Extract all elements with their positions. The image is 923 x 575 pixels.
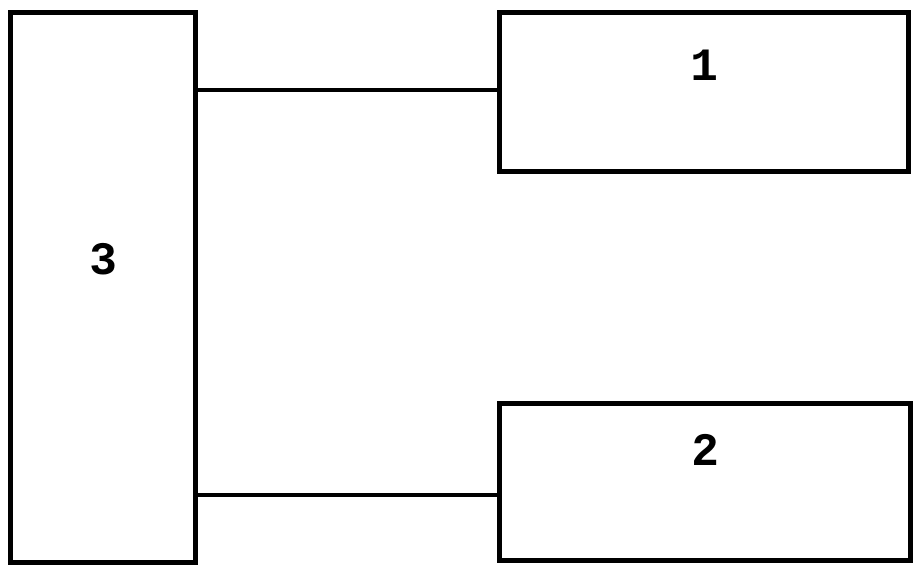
block-3: 3 — [8, 10, 198, 565]
block-1-label: 1 — [690, 42, 718, 94]
connector-line-3-to-2 — [197, 493, 498, 497]
block-3-label: 3 — [89, 236, 117, 288]
block-2-label: 2 — [691, 427, 719, 479]
connector-line-3-to-1 — [197, 88, 498, 92]
block-2: 2 — [497, 401, 913, 563]
block-1: 1 — [497, 10, 911, 174]
